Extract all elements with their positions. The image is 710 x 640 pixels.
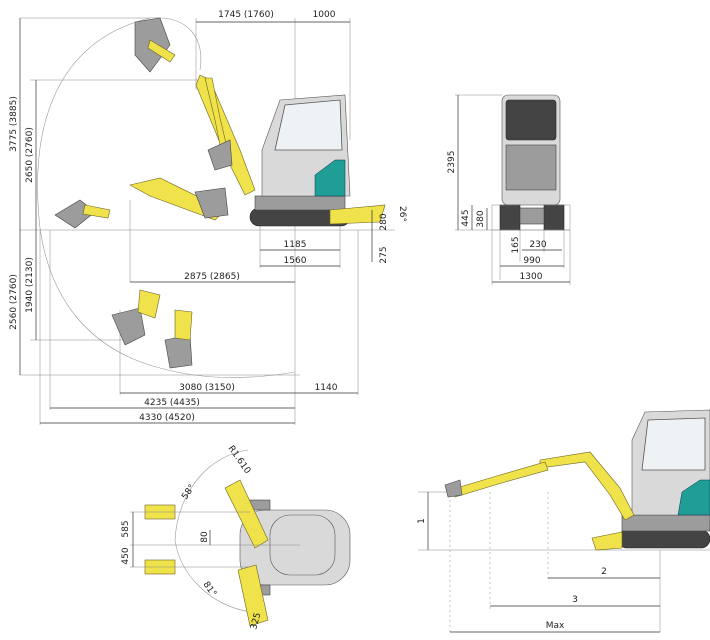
dim-label: 4235 (4435) [144,398,200,408]
dozer-blade [329,204,386,225]
bucket-positions [54,17,229,369]
arm-low-2 [174,309,193,341]
dig-envelope-inner [149,17,202,71]
cab-window [274,99,343,151]
dim-label: 275 [379,246,389,263]
dim-label: 2 [601,567,607,577]
boom [195,74,256,196]
dim-label: 26° [397,206,407,222]
reach-track [617,529,710,549]
dim-label: 3775 (3885) [9,96,19,152]
dim-label: 2875 (2865) [184,272,240,282]
dim-label: 1560 [284,256,307,266]
excavator-side [195,74,386,227]
dim-label: 585 [121,520,131,537]
dim-label: 445 [461,209,471,226]
dig-envelope-arc [37,17,296,378]
swing-arc-bottom [174,539,251,613]
dim-label: 4330 (4520) [139,413,195,423]
dim-label: 230 [529,240,546,250]
engine-panel [314,159,346,197]
dim-label: 2560 (2760) [9,274,19,330]
excavator-reach [444,409,710,551]
side-view: 1745 (1760) 1000 3775 (3885) 2650 (2760)… [9,10,407,425]
reach-undercarriage [621,514,710,532]
reach-engine-panel [677,479,710,516]
reach-arm [449,461,549,498]
dim-label: 380 [476,210,486,227]
dim-label: Max [546,621,565,631]
dim-label: 80 [200,531,210,543]
dim-label: 1745 (1760) [218,10,274,20]
top-boom-lower [237,564,269,627]
dim-label: 2650 (2760) [25,127,35,183]
reach-bucket [444,479,463,498]
dim-label: 450 [121,547,131,564]
reach-boom [539,451,635,521]
top-view: 585 450 80 R1.610 58° 81° 325 [121,444,351,631]
dim-label: 1000 [313,10,336,20]
reach-view: 1 2 3 Max [417,409,710,633]
radius-label: R1.610 [226,444,253,476]
dim-label: 280 [379,213,389,230]
dim-label: 1185 [284,240,307,250]
front-track-left [499,204,521,231]
bucket-mid [194,187,229,219]
angle-label: 81° [201,580,218,599]
bucket-low-1 [111,307,146,346]
reach-window [641,417,706,471]
dim-label: 1940 (2130) [25,257,35,313]
undercarriage [254,195,346,211]
bucket [207,139,233,171]
dim-label: 1 [417,518,427,524]
front-center [519,207,545,225]
reach-blade [591,531,623,551]
angle-label: 58° [180,483,197,502]
dim-label: 1140 [315,383,338,393]
front-view: 2395 445 380 165 230 990 1300 [447,94,571,285]
dim-label: 2395 [447,151,457,174]
dim-label: 3080 (3150) [179,383,235,393]
swing-arc-top [174,449,249,541]
top-boom-upper [224,479,269,549]
arm-top [147,39,176,63]
dim-label: 990 [523,256,540,266]
arm-low-1 [137,289,161,319]
front-track-right [543,204,565,231]
front-window [505,99,557,141]
dim-label: 1300 [520,272,543,282]
front-body [505,144,557,191]
dim-label: 325 [249,612,263,631]
dim-label: 165 [511,236,521,253]
arm-left [82,204,111,219]
dim-label: 3 [572,595,578,605]
